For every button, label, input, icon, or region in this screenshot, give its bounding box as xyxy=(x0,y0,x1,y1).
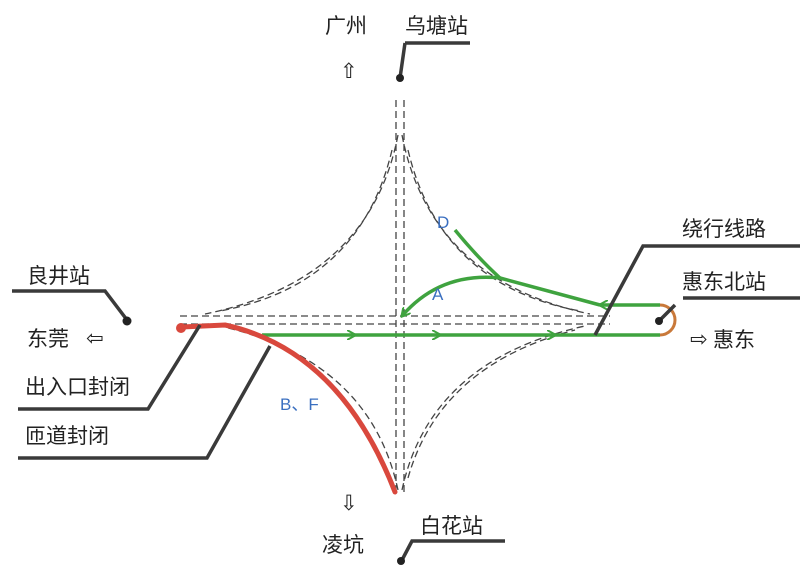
detour-routes xyxy=(262,228,677,337)
label-baihua-station: 白花站 xyxy=(420,514,483,538)
arrow-left-icon: ⇦ xyxy=(86,326,104,350)
baihua-leader xyxy=(400,539,505,561)
wutang-dot xyxy=(396,74,404,82)
huidong-north-leader xyxy=(658,303,677,322)
ramp-curve-nw xyxy=(204,134,399,315)
closed-ramp-route xyxy=(179,322,398,495)
ramp-label-d: D xyxy=(437,213,449,232)
label-lingkeng: 凌坑 xyxy=(322,533,364,557)
label-huidong: 惠东 xyxy=(713,328,755,352)
ramp-d-route xyxy=(453,228,502,280)
detour-merge xyxy=(499,276,601,307)
label-detour-route: 绕行线路 xyxy=(682,217,766,241)
arrow-down-icon: ⇩ xyxy=(340,491,358,515)
huidong-north-dot xyxy=(655,317,663,325)
detour-loop xyxy=(659,303,677,337)
ramp-curve-se-inner xyxy=(407,329,576,479)
label-liangjing-station: 良井站 xyxy=(27,264,90,288)
ramp-curve-nw-inner xyxy=(219,149,393,312)
arrow-right-icon: ⇨ xyxy=(690,327,708,351)
ramp-curve-se xyxy=(401,325,586,491)
ramp-label-a: A xyxy=(432,285,444,304)
liangjing-leader xyxy=(12,289,129,322)
wutang-leader xyxy=(398,42,407,79)
ramp-a-route xyxy=(402,275,501,316)
exit-closed-leader xyxy=(18,324,202,411)
closed-entrance-dot xyxy=(176,323,186,333)
label-guangzhou: 广州 xyxy=(325,14,367,38)
ramp-closed-leader xyxy=(18,345,272,460)
ramp-curve-ne xyxy=(401,134,591,315)
ramp-label-bf: B、F xyxy=(280,395,319,414)
ramp-curve-ne-inner xyxy=(407,149,581,312)
label-wutang-station: 乌塘站 xyxy=(405,14,468,38)
liangjing-dot xyxy=(122,316,132,326)
leader-lines xyxy=(12,41,800,565)
arrow-up-icon: ⇧ xyxy=(340,59,358,83)
label-dongguan: 东莞 xyxy=(27,327,69,351)
baihua-dot xyxy=(397,557,405,565)
label-huidong-north-station: 惠东北站 xyxy=(682,270,766,294)
detour-leader xyxy=(593,244,800,336)
ramp-curve-sw xyxy=(219,325,399,491)
label-exit-closed: 出入口封闭 xyxy=(25,375,130,399)
label-ramp-closed: 匝道封闭 xyxy=(25,424,109,448)
main-roads xyxy=(180,100,610,495)
